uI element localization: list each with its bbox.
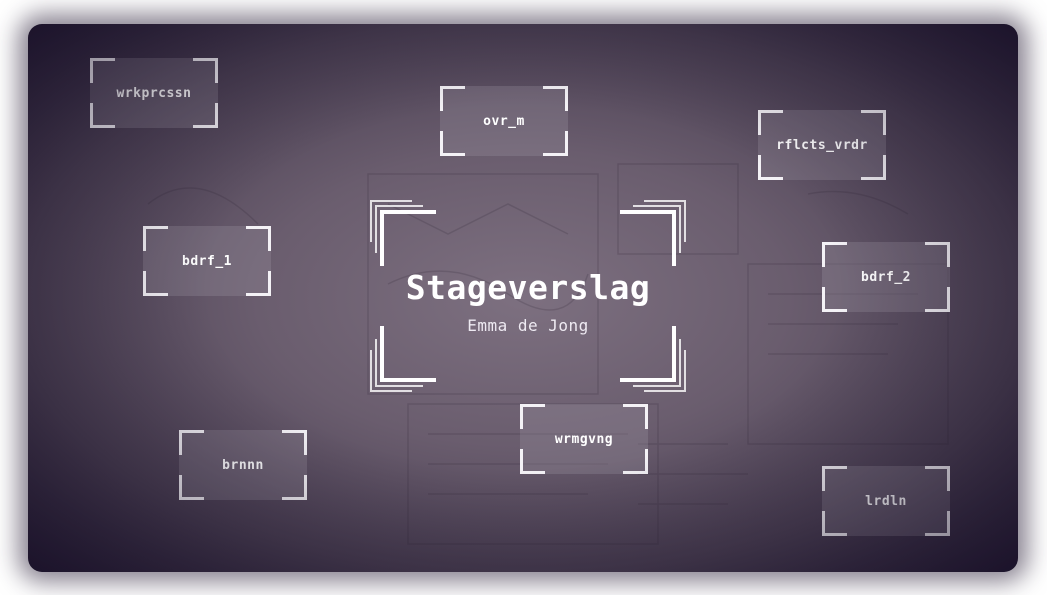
presentation-canvas: wrkprcssn ovr_m rflcts_vrdr bdrf_1 bdrf_… xyxy=(28,24,1018,572)
corner-bracket xyxy=(440,131,465,156)
corner-bracket xyxy=(179,430,204,455)
corner-bracket xyxy=(193,103,218,128)
corner-bracket xyxy=(822,287,847,312)
corner-bracket xyxy=(143,271,168,296)
topic-label: bdrf_2 xyxy=(861,269,911,285)
topic-bdrf-2[interactable]: bdrf_2 xyxy=(822,242,950,312)
corner-bracket xyxy=(520,449,545,474)
topic-label: lrdln xyxy=(865,493,907,509)
topic-bdrf-1[interactable]: bdrf_1 xyxy=(143,226,271,296)
topic-wrmgvng[interactable]: wrmgvng xyxy=(520,404,648,474)
corner-bracket xyxy=(861,155,886,180)
topic-lrdln[interactable]: lrdln xyxy=(822,466,950,536)
topic-label: bdrf_1 xyxy=(182,253,232,269)
corner-bracket xyxy=(822,511,847,536)
corner-bracket xyxy=(179,475,204,500)
topic-ovr-m[interactable]: ovr_m xyxy=(440,86,568,156)
corner-bracket xyxy=(282,430,307,455)
topic-label: rflcts_vrdr xyxy=(776,137,868,153)
corner-bracket xyxy=(246,226,271,251)
topic-label: brnnn xyxy=(222,457,264,473)
corner-bracket xyxy=(90,103,115,128)
topic-label: wrkprcssn xyxy=(116,85,192,101)
corner-bracket xyxy=(380,210,436,266)
corner-bracket xyxy=(925,511,950,536)
corner-bracket xyxy=(143,226,168,251)
corner-bracket xyxy=(925,287,950,312)
topic-brnnn[interactable]: brnnn xyxy=(179,430,307,500)
corner-bracket xyxy=(623,404,648,429)
corner-bracket xyxy=(623,449,648,474)
corner-bracket xyxy=(758,110,783,135)
corner-bracket xyxy=(246,271,271,296)
corner-bracket xyxy=(440,86,465,111)
presentation-title: Stageverslag xyxy=(405,268,651,307)
corner-bracket xyxy=(861,110,886,135)
corner-bracket xyxy=(925,242,950,267)
presentation-author: Emma de Jong xyxy=(467,316,589,335)
corner-bracket xyxy=(90,58,115,83)
topic-wrkprcssn[interactable]: wrkprcssn xyxy=(90,58,218,128)
corner-bracket xyxy=(925,466,950,491)
corner-bracket xyxy=(758,155,783,180)
topic-rflcts-vrdr[interactable]: rflcts_vrdr xyxy=(758,110,886,180)
corner-bracket xyxy=(822,242,847,267)
corner-bracket xyxy=(543,131,568,156)
topic-label: wrmgvng xyxy=(554,431,614,447)
corner-bracket xyxy=(822,466,847,491)
corner-bracket xyxy=(543,86,568,111)
title-frame[interactable]: Stageverslag Emma de Jong xyxy=(370,200,686,392)
corner-bracket xyxy=(282,475,307,500)
corner-bracket xyxy=(193,58,218,83)
corner-bracket xyxy=(520,404,545,429)
corner-bracket xyxy=(620,210,676,266)
topic-label: ovr_m xyxy=(483,113,525,129)
